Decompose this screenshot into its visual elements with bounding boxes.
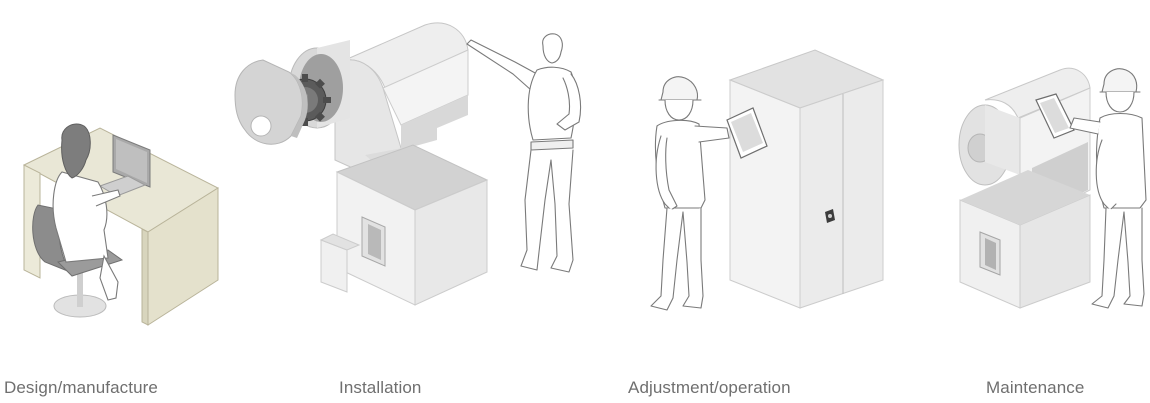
adjustment-operation-illustration [650,49,885,311]
installation-illustration [234,22,582,306]
caption-adjustment-operation: Adjustment/operation [628,378,791,397]
design-manufacture-illustration [22,123,220,326]
caption-design-manufacture: Design/manufacture [4,378,158,397]
caption-installation: Installation [339,378,422,397]
caption-maintenance: Maintenance [986,378,1085,397]
maintenance-illustration [958,67,1147,309]
